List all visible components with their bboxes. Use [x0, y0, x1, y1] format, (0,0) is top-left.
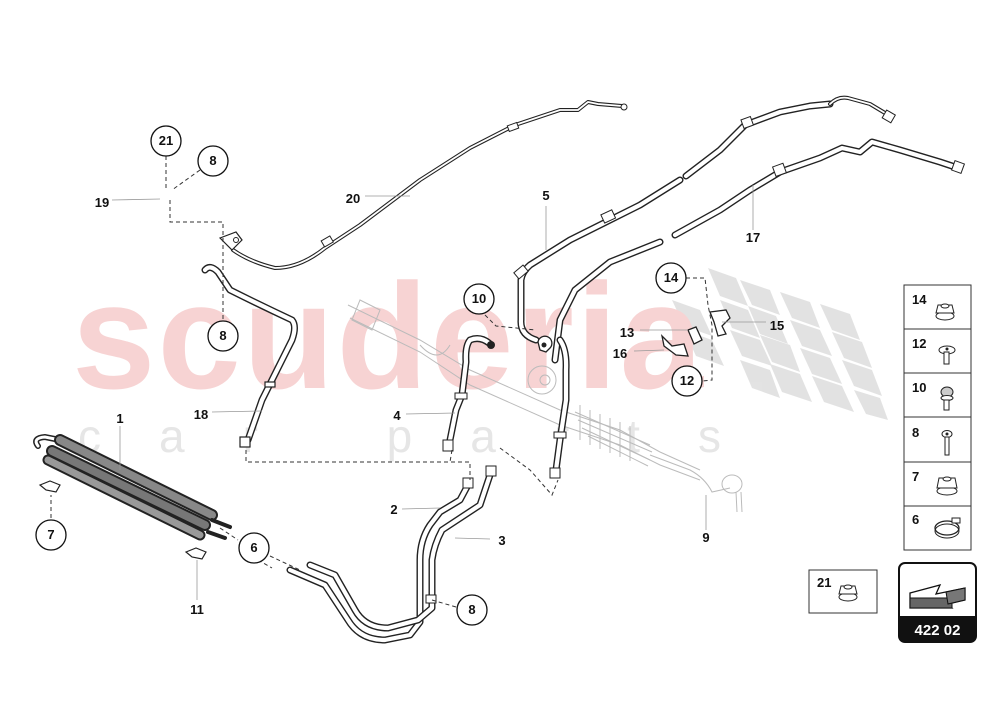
svg-text:8: 8: [912, 425, 919, 440]
circled-callout-8-mid: 8: [219, 328, 226, 343]
callout-5: 5: [542, 188, 549, 203]
callout-19: 19: [95, 195, 109, 210]
washer-bolt-icon: [938, 345, 956, 365]
arrow-left-icon: [909, 584, 966, 609]
pipe-5: [513, 95, 897, 344]
flange-nut-icon: [936, 476, 958, 496]
circled-callout-8-top: 8: [209, 153, 216, 168]
svg-text:7: 7: [912, 469, 919, 484]
leader-lines: [111, 185, 766, 600]
circled-callouts: 21 8 8 10 14 12 7 6 8: [35, 125, 703, 626]
reference-badge: 422 02: [898, 562, 977, 643]
bracket-19-assembly: [218, 231, 243, 251]
dashed-connectors: [50, 156, 713, 608]
clip-10: [537, 335, 553, 353]
collar-bolt-icon: [940, 386, 954, 411]
callout-15: 15: [770, 318, 784, 333]
svg-text:6: 6: [912, 512, 919, 527]
brackets-13-15-16: [660, 309, 731, 357]
clip-7: [38, 480, 61, 493]
fastener-legend-21: 21: [808, 569, 878, 614]
callout-2: 2: [390, 502, 397, 517]
circled-callout-7: 7: [47, 527, 54, 542]
pipe-17: [549, 138, 966, 479]
svg-text:21: 21: [817, 575, 831, 590]
callout-20: 20: [346, 191, 360, 206]
watermark-scuderia: scuderia: [72, 252, 705, 420]
callout-4: 4: [393, 408, 401, 423]
fastener-legend: 14 12 10 8: [903, 284, 972, 551]
circled-callout-6: 6: [250, 540, 257, 555]
clip-11: [184, 547, 207, 560]
svg-text:14: 14: [912, 292, 927, 307]
callout-3: 3: [498, 533, 505, 548]
flange-nut-icon: [838, 584, 858, 602]
pipe-18: [201, 263, 298, 448]
circled-callout-14: 14: [664, 270, 679, 285]
circled-callout-8-bottom: 8: [468, 602, 475, 617]
reference-code: 422 02: [915, 622, 961, 639]
circled-callout-10: 10: [472, 291, 486, 306]
legend-item-7: 7: [912, 469, 958, 496]
plain-callouts: 1 2 3 4 5 9 11 13 15 16 17 18 19 20: [95, 188, 784, 617]
pipes-2-3: [286, 465, 497, 644]
legend-item-12: 12: [912, 336, 956, 365]
callout-18: 18: [194, 407, 208, 422]
pipe-4: [442, 335, 495, 452]
legend-item-14: 14: [912, 292, 955, 321]
callout-11: 11: [190, 602, 204, 617]
pipe-20: [231, 100, 628, 270]
circled-callout-21: 21: [159, 133, 173, 148]
flange-nut-icon: [935, 303, 955, 321]
legend-item-8: 8: [912, 425, 953, 456]
legend-item-10: 10: [912, 380, 954, 411]
callout-1: 1: [116, 411, 123, 426]
legend-item-6: 6: [912, 512, 961, 539]
callout-9: 9: [702, 530, 709, 545]
circled-callout-12: 12: [680, 373, 694, 388]
oil-cooler-1: [33, 433, 232, 541]
bolt-icon: [941, 430, 953, 456]
watermark-car-parts: car parts: [78, 410, 779, 462]
svg-text:12: 12: [912, 336, 926, 351]
hose-clamp-icon: [934, 517, 961, 539]
svg-text:10: 10: [912, 380, 926, 395]
callout-16: 16: [613, 346, 627, 361]
callout-17: 17: [746, 230, 760, 245]
callout-13: 13: [620, 325, 634, 340]
